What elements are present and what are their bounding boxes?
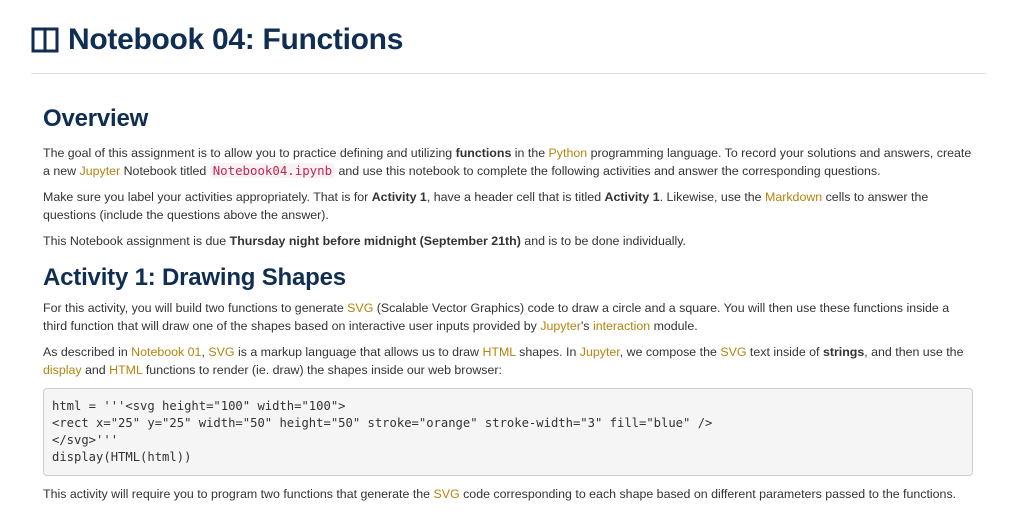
overview-paragraph-2: Make sure you label your activities appr…	[43, 190, 929, 222]
activity1-paragraph-2: As described in Notebook 01, SVG is a ma…	[43, 345, 964, 377]
markdown-link[interactable]: Markdown	[765, 190, 823, 204]
page-title: Notebook 04: Functions	[68, 23, 404, 56]
display-link[interactable]: display	[43, 363, 82, 377]
svg-link[interactable]: SVG	[208, 345, 235, 359]
python-link[interactable]: Python	[548, 146, 588, 160]
title-divider	[31, 73, 986, 74]
activity1-heading: Activity 1: Drawing Shapes	[43, 264, 346, 291]
overview-heading: Overview	[43, 105, 149, 132]
jupyter-link[interactable]: Jupyter	[79, 164, 121, 178]
notebook01-link[interactable]: Notebook 01	[131, 345, 202, 359]
overview-paragraph-3: This Notebook assignment is due Thursday…	[43, 234, 686, 248]
notebook-filename-code: Notebook04.ipynb	[209, 163, 336, 178]
html-link[interactable]: HTML	[109, 363, 143, 377]
svg-code-block: html = '''<svg height="100" width="100">…	[43, 388, 973, 476]
svg-link[interactable]: SVG	[720, 345, 747, 359]
book-open-icon	[31, 27, 59, 53]
title-row: Notebook 04: Functions	[31, 20, 403, 60]
jupyter-link[interactable]: Jupyter	[579, 345, 620, 359]
interaction-link[interactable]: interaction	[592, 319, 651, 333]
svg-link[interactable]: SVG	[433, 487, 460, 501]
jupyter-link[interactable]: Jupyter	[540, 319, 581, 333]
notebook-content: Overview The goal of this assignment is …	[43, 104, 973, 503]
svg-link[interactable]: SVG	[347, 301, 374, 315]
activity1-paragraph-3: This activity will require you to progra…	[43, 487, 957, 501]
activity1-paragraph-1: For this activity, you will build two fu…	[43, 301, 950, 333]
overview-paragraph-1: The goal of this assignment is to allow …	[43, 146, 972, 178]
html-link[interactable]: HTML	[482, 345, 516, 359]
